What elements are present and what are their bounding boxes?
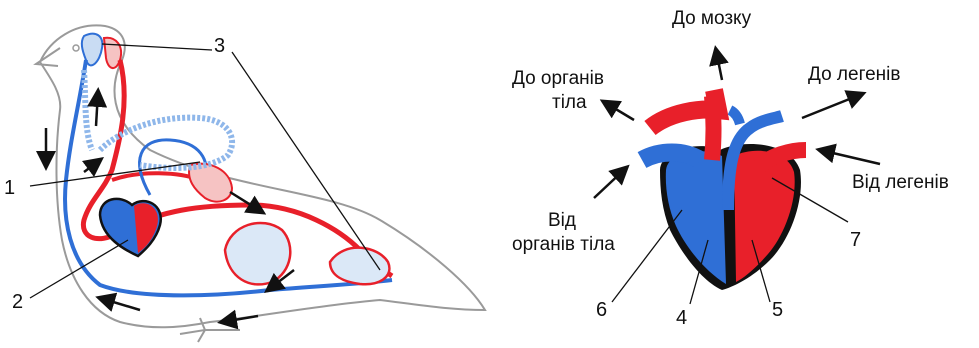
- leader-line-6: [612, 210, 682, 302]
- bird-heart-right: [134, 203, 158, 253]
- flow-arrow: [230, 192, 262, 212]
- bird-figure: 1 2 3: [4, 25, 485, 342]
- label-6: 6: [596, 299, 607, 321]
- bird-eye: [73, 45, 79, 51]
- label-7: 7: [850, 229, 861, 251]
- caption-from-organs-1: Від: [548, 210, 576, 231]
- flow-arrow: [84, 160, 100, 172]
- arrow-to-lungs: [802, 94, 862, 118]
- caption-to-organs-1: До органів: [512, 68, 604, 89]
- label-1: 1: [4, 177, 15, 199]
- arrow-to-organs: [604, 102, 634, 120]
- arrow-to-brain: [716, 50, 722, 80]
- arrow-from-lungs: [820, 150, 880, 164]
- heart-figure: До мозку До органів тіла До легенів Від …: [512, 8, 949, 329]
- organ-capillaries-2: [330, 248, 389, 285]
- artery-to-lung: [112, 173, 200, 180]
- bird-beak: [36, 48, 60, 66]
- label-2: 2: [12, 291, 23, 313]
- caption-to-brain: До мозку: [672, 8, 752, 29]
- flow-arrow: [100, 298, 140, 310]
- arrow-from-organs: [594, 168, 626, 198]
- pulmonary-artery-branch: [730, 110, 740, 124]
- caption-from-organs-2: органів тіла: [512, 234, 615, 255]
- flow-arrow: [96, 92, 98, 126]
- aorta-root: [712, 96, 714, 160]
- vena-cava: [642, 153, 700, 161]
- label-3: 3: [214, 35, 225, 57]
- neck-capillary-net: [84, 70, 92, 150]
- label-4: 4: [676, 307, 687, 329]
- caption-to-organs-2: тіла: [552, 92, 587, 113]
- caption-to-lungs: До легенів: [808, 64, 900, 85]
- caption-from-lungs: Від легенів: [852, 172, 949, 193]
- organ-capillaries-1: [225, 223, 290, 284]
- label-5: 5: [772, 299, 783, 321]
